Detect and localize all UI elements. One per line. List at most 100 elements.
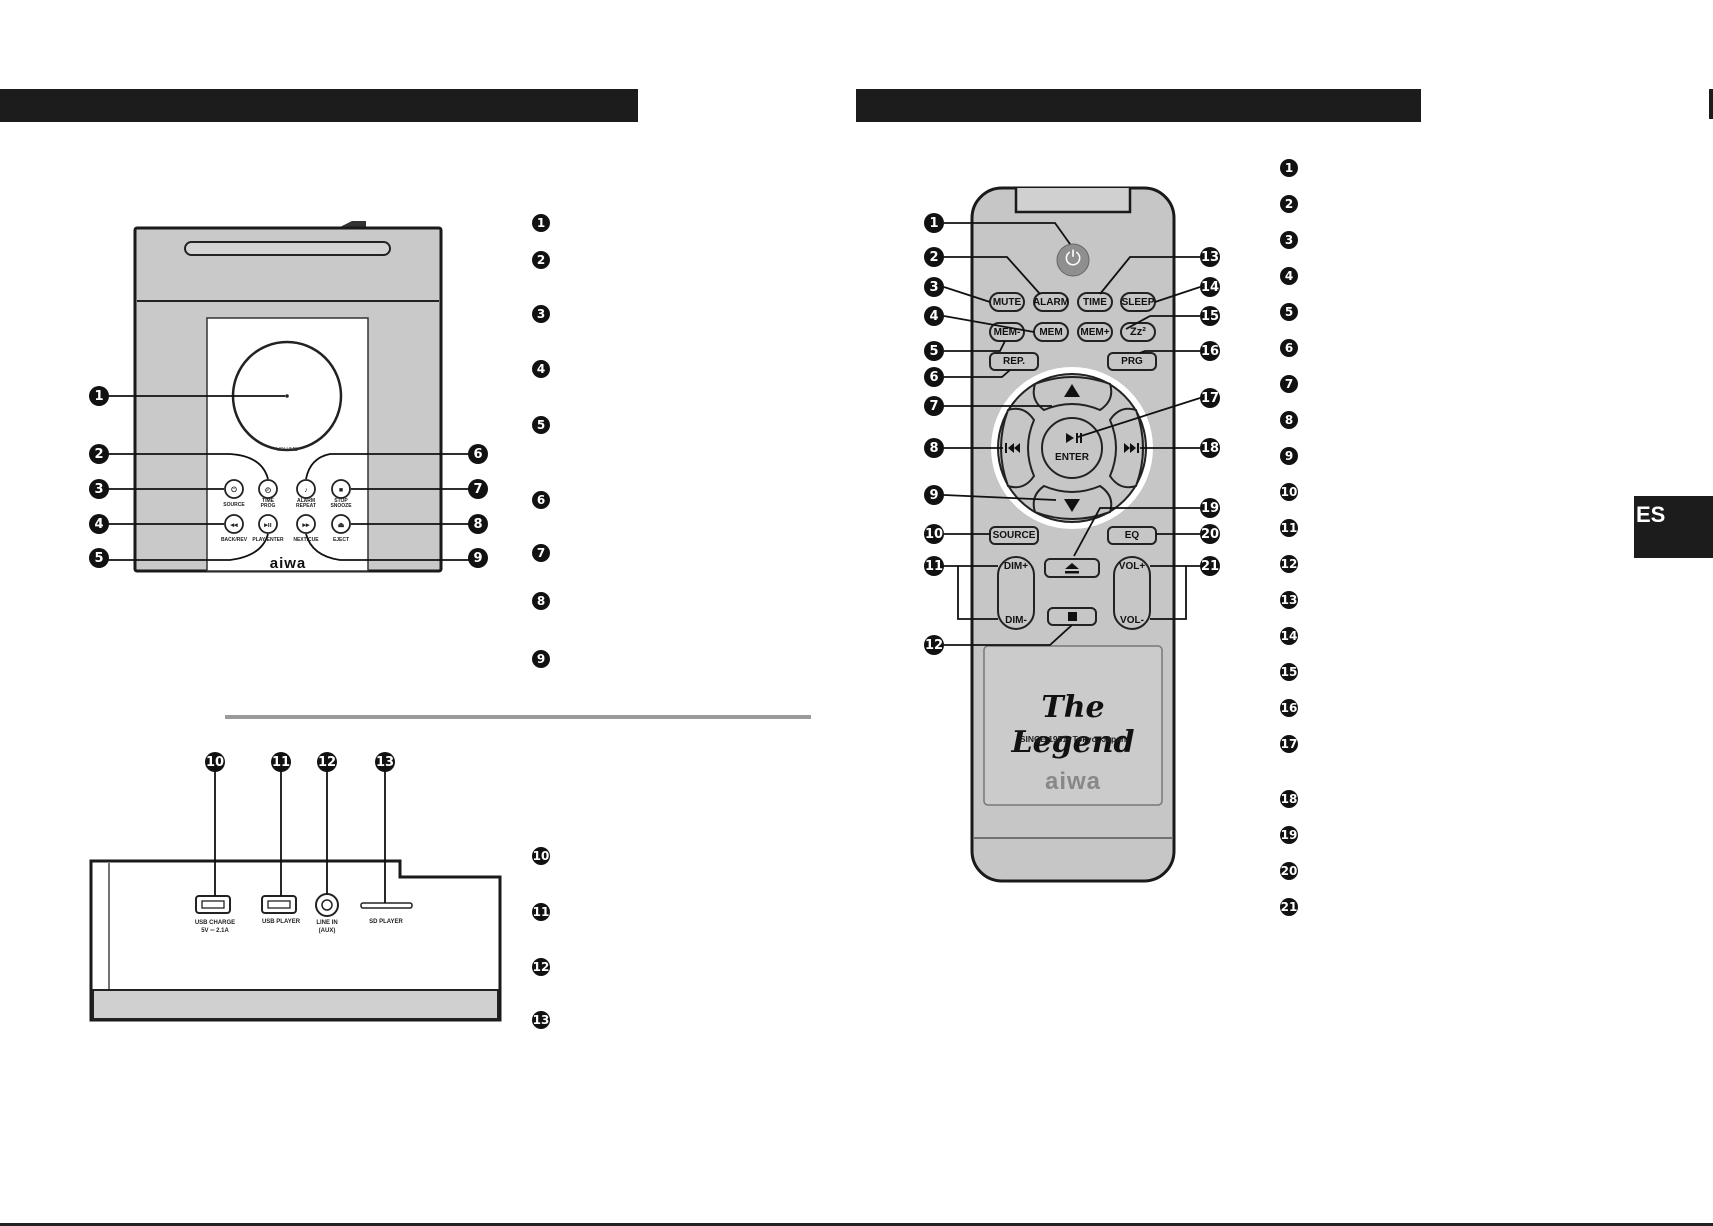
remote-mem-plus-button[interactable]: MEM+	[1080, 327, 1110, 338]
remote-time-button[interactable]: TIME	[1083, 297, 1107, 308]
remote-since-text: SINCE 1951• Tokyo, Japan	[1019, 734, 1127, 744]
language-tab-label: ES	[1636, 502, 1666, 527]
svg-text:■: ■	[339, 487, 343, 494]
remote-callout: 18	[1200, 438, 1220, 458]
front-unit-diagram: ⏻◴♪■ ◂◂▸ıı▸▸⏏ aiwa	[108, 221, 478, 573]
remote-source-button[interactable]: SOURCE	[992, 530, 1036, 541]
remote-callout: 9	[924, 485, 944, 505]
label-source: SOURCE	[223, 502, 245, 508]
label-usb-player: USB PLAYER	[261, 919, 301, 925]
description-number: 10	[1280, 483, 1298, 501]
description-number: 9	[1280, 447, 1298, 465]
edge-mark	[1709, 89, 1713, 119]
description-number: 16	[1280, 699, 1298, 717]
label-sd-player: SD PLAYER	[369, 919, 403, 925]
remote-rep-button[interactable]: REP.	[1002, 356, 1026, 367]
description-number: 15	[1280, 663, 1298, 681]
remote-vol-plus-button[interactable]: VOL+	[1118, 561, 1146, 572]
remote-callout: 2	[924, 247, 944, 267]
remote-mute-button[interactable]: MUTE	[992, 297, 1022, 308]
device-callout: 4	[89, 514, 109, 534]
remote-callout: 6	[924, 367, 944, 387]
remote-callout: 11	[924, 556, 944, 576]
description-number: 2	[1280, 195, 1298, 213]
description-number: 1	[532, 214, 550, 232]
remote-callout: 14	[1200, 277, 1220, 297]
label-line-in: LINE IN (AUX)	[305, 919, 349, 935]
svg-text:◴: ◴	[265, 487, 271, 494]
remote-dim-minus-button[interactable]: DIM-	[1005, 615, 1027, 626]
remote-vol-minus-button[interactable]: VOL-	[1120, 615, 1144, 626]
description-number: 11	[1280, 519, 1298, 537]
remote-callout: 1	[924, 213, 944, 233]
line-in-label: LINE IN	[316, 920, 338, 926]
language-tab[interactable]: ES	[1634, 496, 1713, 558]
description-number: 13	[532, 1011, 550, 1029]
usb-charge-spec: 5V ═ 2.1A	[201, 928, 229, 934]
description-number: 8	[1280, 411, 1298, 429]
rear-callout: 12	[317, 752, 337, 772]
rear-callout: 10	[205, 752, 225, 772]
rear-callout: 11	[271, 752, 291, 772]
remote-callout: 17	[1200, 388, 1220, 408]
description-number: 18	[1280, 790, 1298, 808]
remote-sleep-button[interactable]: SLEEP	[1121, 297, 1155, 308]
svg-text:⏻: ⏻	[231, 486, 237, 494]
remote-callout: 10	[924, 524, 944, 544]
section-header-bar-right	[856, 89, 1421, 122]
bottom-rule	[0, 1223, 1713, 1226]
remote-alarm-button[interactable]: ALARM	[1032, 297, 1070, 308]
remote-callout: 20	[1200, 524, 1220, 544]
description-number: 12	[532, 958, 550, 976]
remote-callout: 16	[1200, 341, 1220, 361]
description-number: 8	[532, 592, 550, 610]
label-next-cue: NEXT/CUE	[293, 537, 319, 543]
description-number: 6	[532, 491, 550, 509]
line-in-aux-label: (AUX)	[318, 928, 336, 934]
device-callout: 5	[89, 548, 109, 568]
remote-callout: 15	[1200, 306, 1220, 326]
label-back-rev: BACK/REV	[220, 537, 248, 543]
device-callout: 8	[468, 514, 488, 534]
volume-label: •VOLUME•	[274, 447, 300, 453]
usb-charge-label: USB CHARGE	[194, 920, 236, 926]
svg-text:▸ıı: ▸ıı	[263, 522, 271, 529]
description-number: 7	[1280, 375, 1298, 393]
description-number: 5	[1280, 303, 1298, 321]
remote-mem-minus-button[interactable]: MEM-	[993, 327, 1021, 338]
remote-snooze-button[interactable]: Zz²	[1130, 326, 1146, 338]
description-number: 13	[1280, 591, 1298, 609]
rear-panel-diagram	[89, 762, 502, 1022]
remote-eq-button[interactable]: EQ	[1124, 530, 1140, 541]
remote-dim-plus-button[interactable]: DIM+	[1003, 561, 1029, 572]
description-number: 9	[532, 650, 550, 668]
svg-text:aiwa: aiwa	[270, 555, 307, 572]
remote-callout: 12	[924, 635, 944, 655]
device-callout: 6	[468, 444, 488, 464]
description-number: 3	[532, 305, 550, 323]
device-callout: 1	[89, 386, 109, 406]
remote-callout: 13	[1200, 247, 1220, 267]
device-callout: 3	[89, 479, 109, 499]
label-alarm-repeat: ALARM REPEAT	[296, 498, 316, 509]
description-number: 6	[1280, 339, 1298, 357]
description-number: 11	[532, 903, 550, 921]
remote-slogan: The Legend	[1011, 690, 1135, 760]
remote-callout: 19	[1200, 498, 1220, 518]
description-number: 3	[1280, 231, 1298, 249]
description-number: 1	[1280, 159, 1298, 177]
label-eject: EJECT	[332, 537, 350, 543]
label-play-enter: PLAY/ENTER	[252, 537, 284, 543]
label-usb-charge: USB CHARGE 5V ═ 2.1A	[183, 919, 247, 935]
remote-mem-button[interactable]: MEM	[1039, 327, 1063, 338]
device-callout: 2	[89, 444, 109, 464]
svg-text:⏏: ⏏	[338, 522, 345, 529]
device-callout: 9	[468, 548, 488, 568]
device-callout: 7	[468, 479, 488, 499]
remote-power-icon[interactable]: ⏻	[1065, 248, 1081, 270]
remote-callout: 3	[924, 277, 944, 297]
remote-callout: 5	[924, 341, 944, 361]
remote-prg-button[interactable]: PRG	[1121, 356, 1143, 367]
description-number: 10	[532, 847, 550, 865]
remote-enter-button[interactable]: ENTER	[1055, 452, 1089, 463]
